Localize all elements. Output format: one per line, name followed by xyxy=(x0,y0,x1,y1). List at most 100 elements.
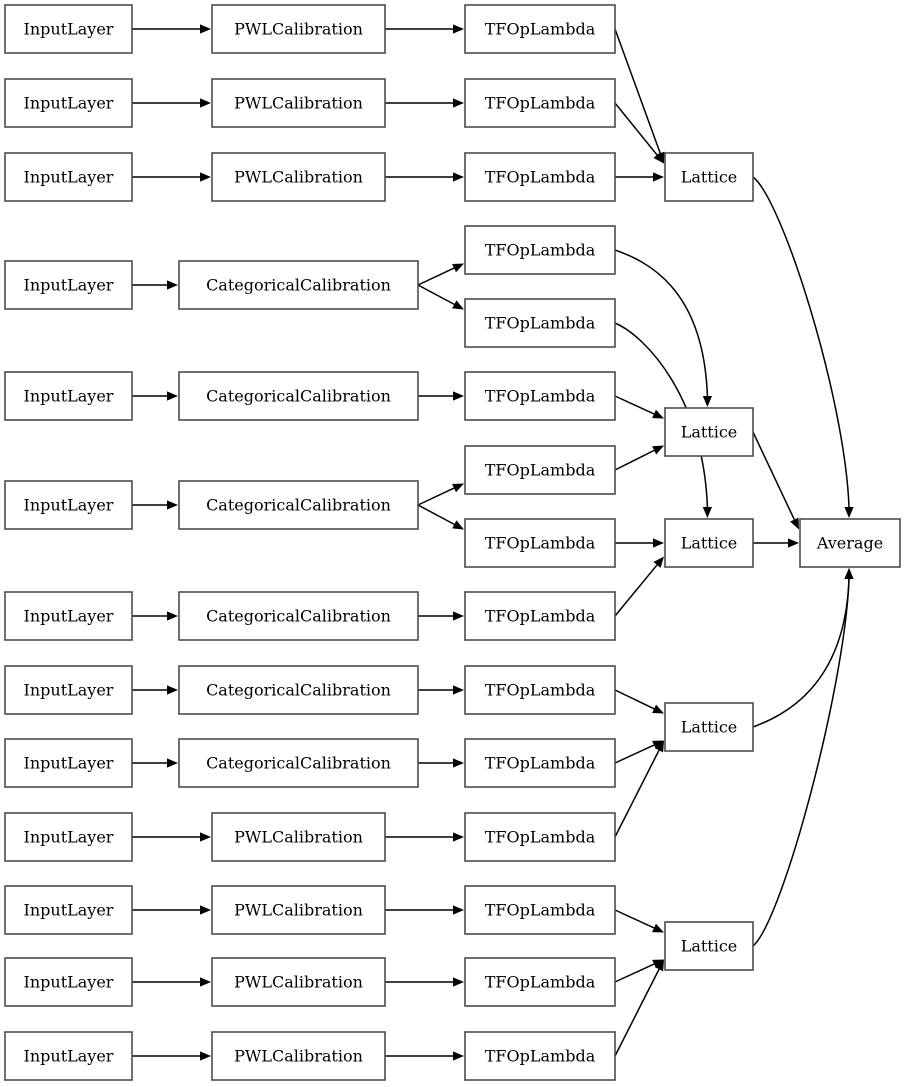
graph-node-avg[interactable]: Average xyxy=(799,518,901,568)
node-box[interactable] xyxy=(211,885,386,935)
node-box[interactable] xyxy=(464,371,616,421)
node-box[interactable] xyxy=(464,885,616,935)
graph-node-op12[interactable]: TFOpLambda xyxy=(464,812,616,862)
graph-node-in12[interactable]: InputLayer xyxy=(4,957,133,1007)
node-box[interactable] xyxy=(178,738,419,788)
node-label: CategoricalCalibration xyxy=(206,276,391,295)
node-box[interactable] xyxy=(464,152,616,202)
node-box[interactable] xyxy=(4,738,133,788)
graph-node-op3[interactable]: TFOpLambda xyxy=(464,152,616,202)
node-box[interactable] xyxy=(464,665,616,715)
node-box[interactable] xyxy=(464,591,616,641)
node-box[interactable] xyxy=(664,152,754,202)
graph-node-lat4[interactable]: Lattice xyxy=(664,702,754,752)
graph-node-cal1[interactable]: PWLCalibration xyxy=(211,4,386,54)
graph-node-cal11[interactable]: PWLCalibration xyxy=(211,885,386,935)
graph-node-cal4[interactable]: CategoricalCalibration xyxy=(178,260,419,310)
node-box[interactable] xyxy=(464,812,616,862)
node-box[interactable] xyxy=(464,957,616,1007)
node-box[interactable] xyxy=(211,1031,386,1081)
graph-node-op7[interactable]: TFOpLambda xyxy=(464,445,616,495)
node-box[interactable] xyxy=(464,518,616,568)
graph-node-in11[interactable]: InputLayer xyxy=(4,885,133,935)
node-box[interactable] xyxy=(4,260,133,310)
node-box[interactable] xyxy=(4,885,133,935)
graph-node-cal8[interactable]: CategoricalCalibration xyxy=(178,665,419,715)
node-box[interactable] xyxy=(211,812,386,862)
node-box[interactable] xyxy=(4,152,133,202)
graph-node-op5[interactable]: TFOpLambda xyxy=(464,298,616,348)
graph-node-in13[interactable]: InputLayer xyxy=(4,1031,133,1081)
graph-node-in5[interactable]: InputLayer xyxy=(4,371,133,421)
node-box[interactable] xyxy=(664,921,754,971)
node-box[interactable] xyxy=(4,591,133,641)
graph-node-op4[interactable]: TFOpLambda xyxy=(464,225,616,275)
graph-node-op9[interactable]: TFOpLambda xyxy=(464,591,616,641)
graph-node-in4[interactable]: InputLayer xyxy=(4,260,133,310)
node-box[interactable] xyxy=(178,591,419,641)
edge-arrowhead xyxy=(200,1051,211,1061)
node-box[interactable] xyxy=(178,260,419,310)
node-box[interactable] xyxy=(211,957,386,1007)
graph-node-cal5[interactable]: CategoricalCalibration xyxy=(178,371,419,421)
edge-arrowhead xyxy=(167,391,178,401)
graph-node-in1[interactable]: InputLayer xyxy=(4,4,133,54)
graph-node-cal9[interactable]: CategoricalCalibration xyxy=(178,738,419,788)
graph-node-in9[interactable]: InputLayer xyxy=(4,738,133,788)
graph-node-op2[interactable]: TFOpLambda xyxy=(464,78,616,128)
graph-node-in6[interactable]: InputLayer xyxy=(4,480,133,530)
graph-node-op11[interactable]: TFOpLambda xyxy=(464,738,616,788)
graph-node-cal12[interactable]: PWLCalibration xyxy=(211,957,386,1007)
graph-node-op10[interactable]: TFOpLambda xyxy=(464,665,616,715)
node-box[interactable] xyxy=(211,152,386,202)
node-box[interactable] xyxy=(464,738,616,788)
graph-node-cal13[interactable]: PWLCalibration xyxy=(211,1031,386,1081)
node-box[interactable] xyxy=(178,480,419,530)
node-box[interactable] xyxy=(4,812,133,862)
node-box[interactable] xyxy=(4,4,133,54)
graph-node-in2[interactable]: InputLayer xyxy=(4,78,133,128)
node-box[interactable] xyxy=(211,78,386,128)
graph-node-in3[interactable]: InputLayer xyxy=(4,152,133,202)
node-box[interactable] xyxy=(664,407,754,457)
graph-node-in8[interactable]: InputLayer xyxy=(4,665,133,715)
node-box[interactable] xyxy=(4,371,133,421)
node-box[interactable] xyxy=(464,1031,616,1081)
graph-node-cal2[interactable]: PWLCalibration xyxy=(211,78,386,128)
node-box[interactable] xyxy=(178,371,419,421)
node-box[interactable] xyxy=(211,4,386,54)
graph-node-lat3[interactable]: Lattice xyxy=(664,518,754,568)
node-box[interactable] xyxy=(4,480,133,530)
graph-node-op14[interactable]: TFOpLambda xyxy=(464,957,616,1007)
graph-node-lat2[interactable]: Lattice xyxy=(664,407,754,457)
node-box[interactable] xyxy=(799,518,901,568)
graph-node-cal3[interactable]: PWLCalibration xyxy=(211,152,386,202)
graph-node-lat1[interactable]: Lattice xyxy=(664,152,754,202)
graph-node-op6[interactable]: TFOpLambda xyxy=(464,371,616,421)
graph-node-op13[interactable]: TFOpLambda xyxy=(464,885,616,935)
graph-node-in7[interactable]: InputLayer xyxy=(4,591,133,641)
node-box[interactable] xyxy=(178,665,419,715)
node-box[interactable] xyxy=(664,518,754,568)
node-box[interactable] xyxy=(464,78,616,128)
node-box[interactable] xyxy=(4,665,133,715)
node-box[interactable] xyxy=(4,1031,133,1081)
node-box[interactable] xyxy=(664,702,754,752)
node-box[interactable] xyxy=(464,445,616,495)
graph-node-op15[interactable]: TFOpLambda xyxy=(464,1031,616,1081)
node-box[interactable] xyxy=(464,298,616,348)
edge-arrowhead xyxy=(788,538,799,548)
graph-node-op1[interactable]: TFOpLambda xyxy=(464,4,616,54)
graph-node-in10[interactable]: InputLayer xyxy=(4,812,133,862)
node-box[interactable] xyxy=(464,225,616,275)
node-label: TFOpLambda xyxy=(485,168,596,187)
node-box[interactable] xyxy=(464,4,616,54)
node-box[interactable] xyxy=(4,78,133,128)
edge-arrowhead xyxy=(167,500,178,510)
graph-node-op8[interactable]: TFOpLambda xyxy=(464,518,616,568)
graph-node-cal10[interactable]: PWLCalibration xyxy=(211,812,386,862)
graph-node-lat5[interactable]: Lattice xyxy=(664,921,754,971)
graph-node-cal7[interactable]: CategoricalCalibration xyxy=(178,591,419,641)
node-box[interactable] xyxy=(4,957,133,1007)
graph-node-cal6[interactable]: CategoricalCalibration xyxy=(178,480,419,530)
